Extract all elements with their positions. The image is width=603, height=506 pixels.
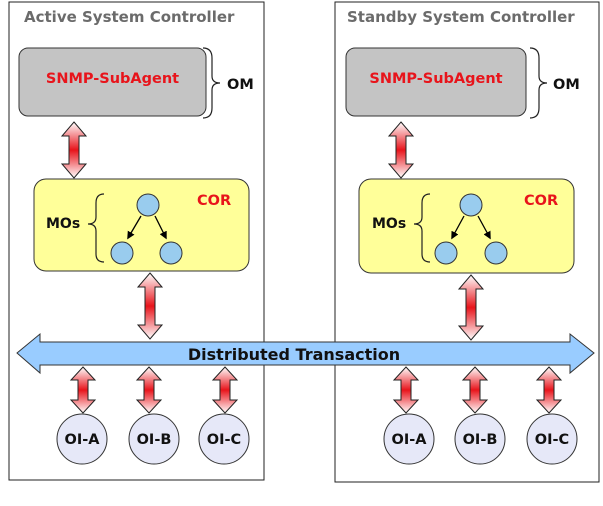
active-snmp-subagent-box [18, 47, 207, 117]
standby-tree-edge-right [477, 215, 491, 240]
active-oi-a-label: OI-A [65, 432, 101, 448]
standby-mos-label: MOs [372, 216, 406, 232]
active-cor-bus-arrow [136, 272, 164, 340]
standby-oi-a-node [383, 413, 435, 465]
active-mos-label: MOs [46, 216, 80, 232]
standby-snmp-subagent-label: SNMP-SubAgent [369, 71, 502, 87]
active-oi-a-arrow [69, 366, 97, 414]
distributed-transaction-bus: Distributed Transaction [16, 332, 595, 375]
active-om-brace [202, 47, 221, 119]
standby-snmp-subagent-box [345, 47, 527, 117]
active-om-label: OM [227, 77, 254, 93]
standby-controller: Standby System Controller SNMP-SubAgent … [334, 1, 600, 483]
standby-om-label: OM [553, 77, 580, 93]
active-snmp-subagent-label: SNMP-SubAgent [46, 71, 179, 87]
active-oi-c-arrow [211, 366, 239, 414]
standby-snmp-cor-arrow [387, 121, 415, 179]
standby-oi-b-arrow [461, 366, 489, 414]
active-tree-edge-right [154, 215, 167, 240]
standby-mo-node-right [484, 241, 508, 265]
standby-mo-node-left [434, 241, 458, 265]
standby-cor-box [358, 178, 575, 274]
bus-label: Distributed Transaction [188, 345, 400, 364]
standby-om-brace [529, 47, 548, 119]
active-mos-brace [87, 193, 105, 263]
active-controller-title: Active System Controller [24, 8, 235, 26]
standby-cor-bus-arrow [457, 274, 485, 341]
active-oi-c-label: OI-C [207, 432, 241, 448]
standby-oi-a-label: OI-A [392, 432, 428, 448]
standby-oi-c-arrow [535, 366, 563, 414]
active-controller: Active System Controller SNMP-SubAgent O… [8, 1, 265, 481]
active-oi-c-node [198, 413, 250, 465]
standby-controller-title: Standby System Controller [347, 8, 575, 26]
standby-mo-node-root [459, 193, 483, 217]
standby-oi-c-node [526, 413, 578, 465]
active-mo-node-root [136, 193, 160, 217]
standby-oi-a-arrow [392, 366, 420, 414]
active-mo-node-left [110, 241, 134, 265]
active-snmp-cor-arrow [60, 121, 88, 179]
active-cor-label: COR [197, 193, 231, 209]
active-tree-edge-left [127, 215, 142, 240]
active-oi-b-label: OI-B [137, 432, 172, 448]
standby-oi-c-label: OI-C [535, 432, 569, 448]
active-oi-a-node [56, 413, 108, 465]
active-oi-b-node [128, 413, 180, 465]
standby-mos-brace [413, 193, 431, 263]
standby-tree-edge-left [451, 215, 465, 240]
active-mo-node-right [159, 241, 183, 265]
active-cor-box [33, 178, 250, 272]
standby-oi-b-label: OI-B [463, 432, 498, 448]
bus-arrow-shape [16, 332, 595, 375]
standby-cor-label: COR [524, 193, 558, 209]
active-oi-b-arrow [135, 366, 163, 414]
standby-oi-b-node [454, 413, 506, 465]
